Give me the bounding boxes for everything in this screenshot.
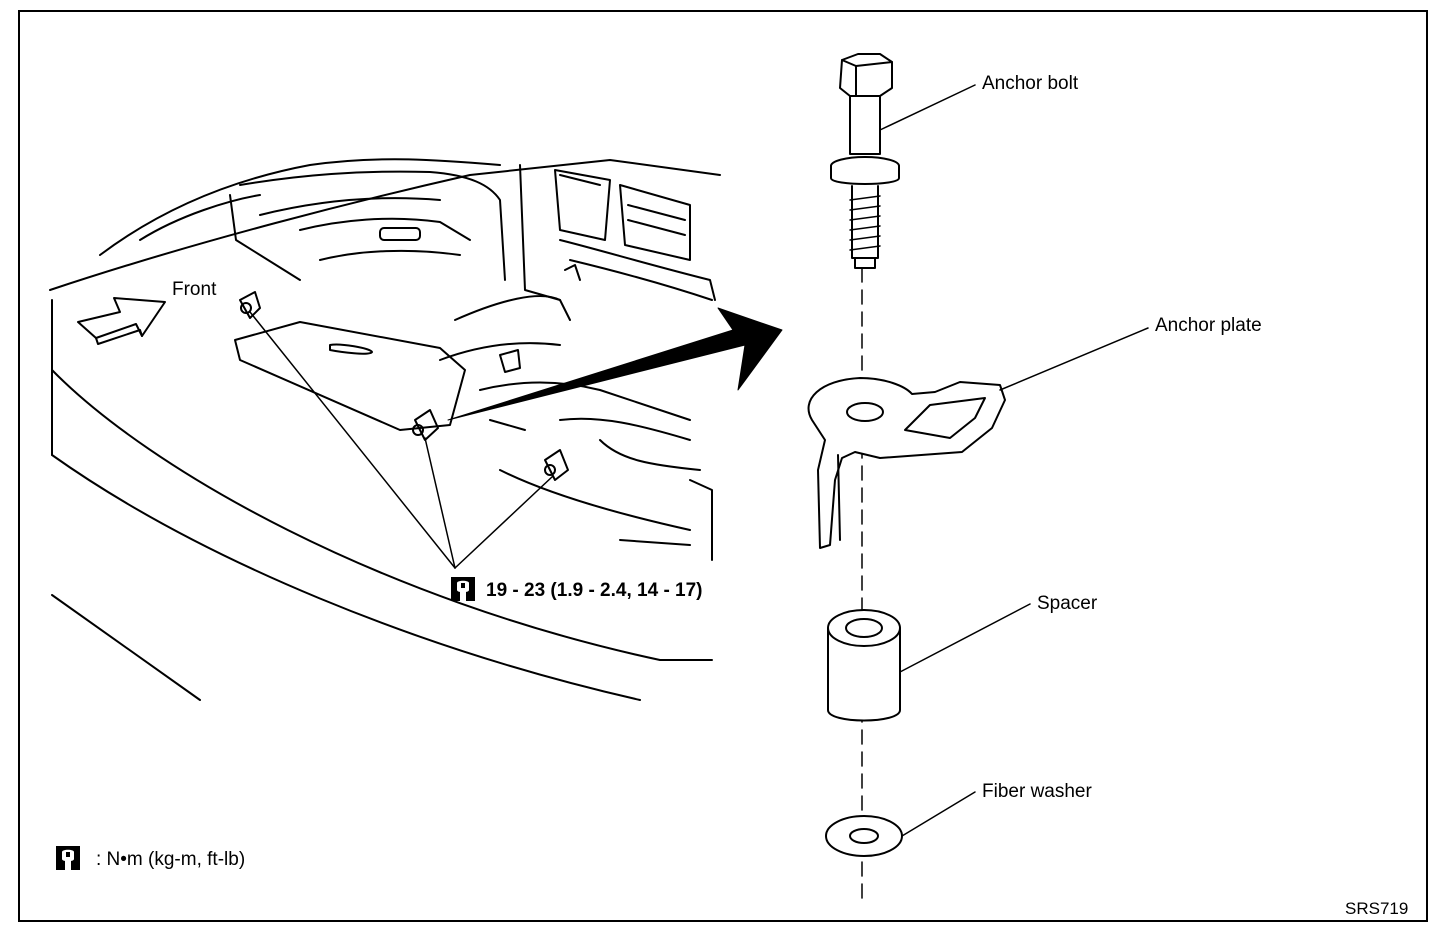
torque-legend-label: : N•m (kg-m, ft-lb) xyxy=(96,849,246,870)
anchor-plate-label: Anchor plate xyxy=(1155,315,1262,336)
vehicle-floor-illustration xyxy=(49,158,721,701)
fiber-washer-label: Fiber washer xyxy=(982,781,1092,802)
exploded-hardware xyxy=(807,53,1149,901)
figure-frame xyxy=(18,10,1428,922)
fiber-washer-part xyxy=(825,815,903,857)
torque-spec-label: 19 - 23 (1.9 - 2.4, 14 - 17) xyxy=(486,580,703,601)
front-label: Front xyxy=(172,279,217,300)
spacer-part xyxy=(827,609,901,722)
anchor-bolt-part xyxy=(830,53,900,269)
anchor-bolt-label: Anchor bolt xyxy=(982,73,1079,94)
front-arrow-icon xyxy=(77,297,166,345)
torque-wrench-legend-icon xyxy=(56,846,80,870)
torque-wrench-icon xyxy=(451,577,475,601)
spacer-label: Spacer xyxy=(1037,593,1098,614)
callout-arrow-icon xyxy=(447,307,783,421)
anchor-plate-part xyxy=(807,377,1006,549)
figure-code: SRS719 xyxy=(1345,899,1409,918)
